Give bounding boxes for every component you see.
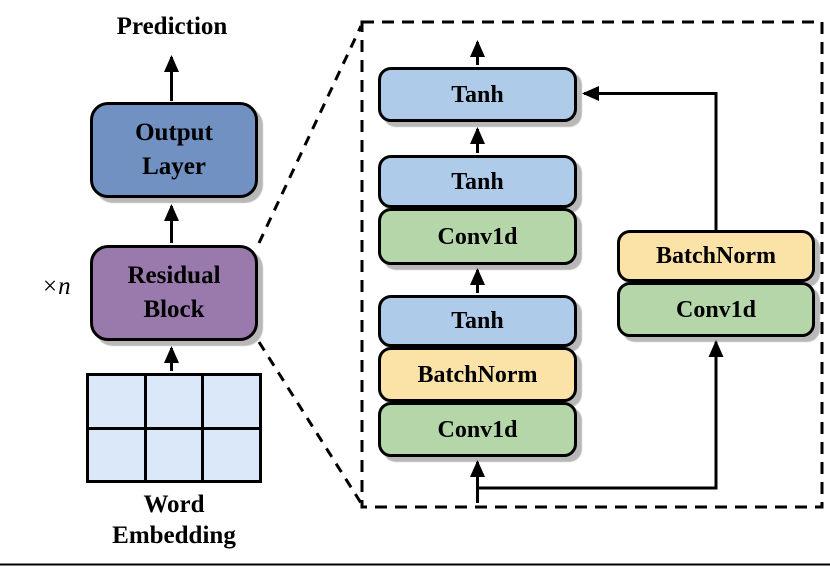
conv-skip-label: Conv1d	[675, 296, 757, 323]
tanh-mid-label: Tanh	[451, 168, 504, 195]
word-embedding-label-line2: Embedding	[112, 522, 236, 549]
tanh-block-mid: Tanh	[378, 155, 577, 208]
tanh-low-label: Tanh	[451, 308, 504, 334]
repeat-count-label: ×n	[41, 273, 71, 300]
output-layer-label-line2: Layer	[142, 153, 206, 180]
tanh-top-label: Tanh	[451, 81, 504, 108]
embedding-cell	[146, 376, 202, 427]
batchnorm-block-low: BatchNorm	[378, 347, 577, 402]
word-embedding-grid	[86, 373, 262, 483]
embedding-cell	[204, 429, 259, 480]
bn-low-label: BatchNorm	[417, 361, 538, 388]
output-layer-label-line1: Output	[135, 119, 213, 146]
conv-mid-label: Conv1d	[437, 223, 518, 250]
prediction-label: Prediction	[116, 13, 228, 40]
tanh-block-low: Tanh	[378, 295, 577, 347]
zoom-link-top	[257, 25, 363, 244]
skip-batchnorm-block: BatchNorm	[617, 230, 815, 282]
conv1d-block-mid: Conv1d	[378, 208, 577, 265]
embedding-cell	[89, 376, 144, 427]
skip-conv1d-block: Conv1d	[617, 282, 815, 337]
residual-block-label-line2: Block	[143, 296, 205, 323]
conv1d-block-low: Conv1d	[378, 402, 577, 457]
tanh-block-top: Tanh	[378, 67, 577, 122]
conv-low-label: Conv1d	[437, 416, 518, 443]
output-layer-box: Output Layer	[90, 102, 258, 198]
skip-output-line	[582, 86, 718, 230]
skip-input-branch	[477, 340, 724, 490]
word-embedding-label-line1: Word	[143, 491, 205, 518]
zoom-link-bottom	[257, 341, 363, 504]
residual-block-label-line1: Residual	[127, 262, 221, 289]
residual-detail-panel	[360, 20, 824, 509]
residual-block-box: Residual Block	[90, 245, 258, 341]
bn-skip-label: BatchNorm	[656, 243, 776, 269]
embedding-cell	[146, 429, 202, 480]
embedding-cell	[204, 376, 259, 427]
word-embedding-label: Word Embedding	[56, 489, 292, 551]
embedding-cell	[89, 429, 144, 480]
